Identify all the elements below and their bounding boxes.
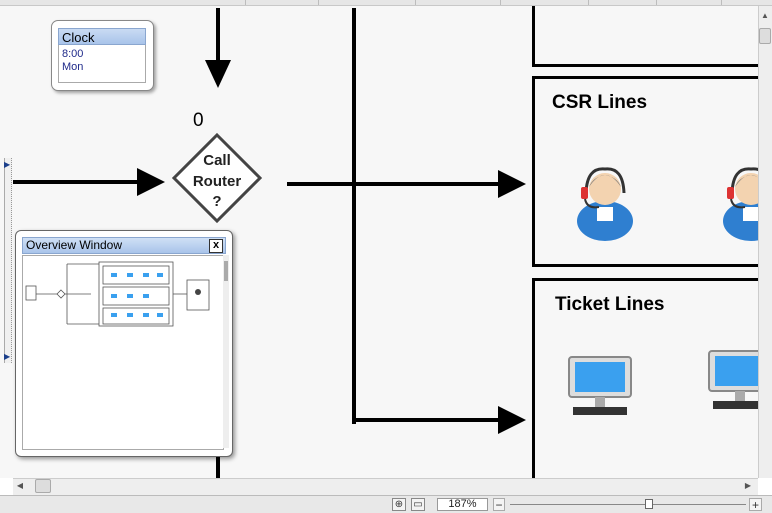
- flow-line: [13, 180, 149, 184]
- scroll-right-icon[interactable]: ▶: [744, 481, 752, 490]
- flow-line: [216, 8, 220, 66]
- flow-line: [352, 418, 502, 422]
- clock-day: Mon: [62, 61, 84, 73]
- arrowhead-right-icon: [137, 168, 165, 196]
- diamond-shape-icon: [172, 133, 262, 223]
- router-label-line3: ?: [212, 193, 222, 210]
- call-router-node[interactable]: Call Router ?: [172, 133, 262, 223]
- horizontal-scrollbar[interactable]: [13, 478, 758, 495]
- zoom-in-button[interactable]: +: [749, 498, 762, 511]
- diagram-canvas[interactable]: Clock 8:00 Mon 0 Call Router ? CSR Lines: [0, 0, 758, 478]
- arrowhead-right-icon: [498, 170, 526, 198]
- left-splitter[interactable]: [4, 158, 12, 363]
- presentation-icon[interactable]: ▭: [411, 498, 425, 511]
- splitter-arrow-icon[interactable]: ▶: [4, 160, 11, 169]
- panel-title: CSR Lines: [552, 92, 648, 113]
- ruler-tick: [588, 0, 589, 5]
- overview-minimap[interactable]: [22, 255, 224, 450]
- overview-title: Overview Window: [26, 238, 123, 252]
- ruler-tick: [721, 0, 722, 5]
- clock-body: 8:00 Mon: [58, 45, 146, 83]
- vertical-scrollbar[interactable]: [758, 6, 772, 478]
- computer-monitor-icon[interactable]: [707, 347, 758, 413]
- panel-title: Ticket Lines: [555, 294, 665, 315]
- clock-title: Clock: [58, 28, 146, 45]
- flow-line: [216, 455, 220, 478]
- close-icon[interactable]: x: [209, 239, 223, 253]
- zoom-level[interactable]: 187%: [437, 498, 488, 511]
- flow-line: [352, 8, 356, 424]
- zoom-slider-track[interactable]: [510, 504, 746, 505]
- vertical-scroll-thumb[interactable]: [759, 28, 771, 44]
- minimap-diagram-icon: [25, 261, 210, 327]
- ruler-tick: [318, 0, 319, 5]
- ruler-tick: [656, 0, 657, 5]
- agent-headset-icon[interactable]: [713, 163, 758, 243]
- clock-widget[interactable]: Clock 8:00 Mon: [51, 20, 154, 91]
- zoom-out-button[interactable]: −: [493, 498, 505, 511]
- arrowhead-right-icon: [498, 406, 526, 434]
- upper-panel[interactable]: [532, 0, 758, 67]
- fit-page-icon[interactable]: ⊕: [392, 498, 406, 511]
- splitter-arrow-icon[interactable]: ▶: [4, 352, 11, 361]
- top-ruler: [0, 0, 772, 6]
- overview-scrollbar[interactable]: [223, 255, 229, 448]
- ruler-tick: [415, 0, 416, 5]
- overview-title-bar[interactable]: Overview Window x: [22, 237, 226, 254]
- scroll-up-icon[interactable]: ▲: [761, 11, 769, 20]
- ticket-lines-panel[interactable]: Ticket Lines: [532, 278, 758, 478]
- router-count: 0: [193, 110, 204, 131]
- horizontal-scroll-thumb[interactable]: [35, 479, 51, 493]
- clock-time: 8:00: [62, 48, 84, 60]
- flow-line: [287, 182, 502, 186]
- overview-scroll-thumb[interactable]: [224, 261, 228, 281]
- csr-lines-panel[interactable]: CSR Lines: [532, 76, 758, 267]
- overview-window[interactable]: Overview Window x: [15, 230, 233, 457]
- scroll-left-icon[interactable]: ◀: [16, 481, 24, 490]
- arrowhead-down-icon: [205, 60, 231, 88]
- computer-monitor-icon[interactable]: [567, 353, 637, 419]
- zoom-slider-thumb[interactable]: [645, 499, 653, 509]
- ruler-tick: [245, 0, 246, 5]
- agent-headset-icon[interactable]: [567, 163, 645, 243]
- router-label-line2: Router: [192, 173, 242, 190]
- status-bar: [0, 495, 772, 513]
- router-label-line1: Call: [203, 152, 231, 169]
- ruler-tick: [500, 0, 501, 5]
